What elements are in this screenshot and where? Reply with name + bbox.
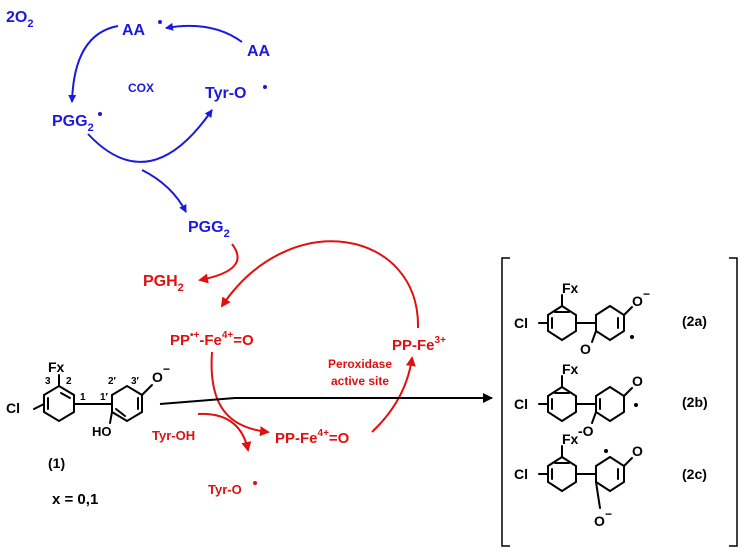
arrow-pgg2-radical-to-pgg2: [141, 169, 187, 213]
product-2b-fx: Fx: [562, 361, 579, 377]
locant-1-prime: 1′: [100, 392, 109, 403]
locant-3: 3: [45, 376, 51, 387]
tyr-o-radical-label: Tyr-O: [205, 85, 246, 102]
product-2a-fx: Fx: [562, 280, 579, 296]
aa-label: AA: [247, 43, 271, 60]
arrow-aa-to-aa-radical: [165, 22, 243, 43]
product-2a-o-minus: −: [643, 287, 650, 301]
product-2c-o-top: O: [632, 443, 643, 459]
pgg2-radical-dot: [98, 112, 102, 116]
substrate-o-minus: O: [152, 369, 163, 385]
product-2b: Fx Cl O -O (2b): [514, 361, 708, 439]
product-2c-radical-dot: [604, 449, 608, 453]
peroxidase-site-line2: active site: [331, 374, 389, 388]
product-bracket: [501, 257, 738, 547]
left-bracket: [501, 257, 510, 547]
main-reaction-arrow: [159, 393, 493, 405]
locant-1: 1: [80, 392, 86, 403]
pp-fe3-label: PP-Fe3+: [392, 335, 446, 354]
compound-1-label: PP•+-Fe4+=O: [170, 330, 254, 349]
product-2b-o-bottom: -O: [578, 423, 594, 439]
product-2a-o-bottom: O: [580, 341, 591, 357]
tyr-o-radical-dot: [263, 85, 267, 89]
arrow-tyroh-to-tyro: [197, 412, 252, 452]
product-2b-cl: Cl: [514, 396, 528, 412]
locant-2: 2: [66, 376, 72, 387]
product-2a-label: (2a): [682, 313, 707, 329]
substrate-cl: Cl: [6, 400, 20, 416]
product-2b-label: (2b): [682, 394, 708, 410]
product-2a-radical-dot: [630, 335, 634, 339]
arrow-fe3-to-compound1: [220, 240, 420, 329]
product-2c-cl: Cl: [514, 466, 528, 482]
tyr-o-label: Tyr-O: [208, 482, 242, 497]
product-2b-o-top: O: [632, 373, 643, 389]
locant-2-prime: 2′: [108, 376, 117, 387]
o2-label: 2O2: [6, 9, 33, 30]
product-2c-o-bottom: O: [594, 513, 605, 529]
x-note: x = 0,1: [52, 491, 98, 508]
product-2c-fx: Fx: [562, 431, 579, 447]
product-2b-radical-dot: [634, 403, 638, 407]
aa-radical-label: AA: [122, 22, 146, 39]
peroxidase-cycle: PGH2 PP•+-Fe4+=O PP-Fe3+ Peroxidase acti…: [143, 240, 446, 497]
tyr-o-radical-dot: [253, 481, 257, 485]
pgg2-label: PGG2: [188, 219, 230, 240]
product-2a: Fx Cl O − O (2a): [514, 280, 707, 357]
peroxidase-site-line1: Peroxidase: [328, 357, 392, 371]
arrow-pgg2-to-pgh2: [198, 243, 239, 284]
substrate-fx: Fx: [48, 359, 65, 375]
arrow-pgg2-radical-to-tyr: [87, 109, 213, 163]
product-2c-label: (2c): [682, 466, 707, 482]
product-2c: Fx Cl O O − (2c): [514, 431, 707, 529]
product-2c-o-minus: −: [605, 507, 612, 521]
arrow-compound1-to-compound2: [210, 351, 270, 437]
pgg2-radical-label: PGG2: [52, 113, 94, 134]
aa-radical-dot: [158, 20, 162, 24]
substrate-o-charge: −: [163, 362, 170, 376]
cox-label: COX: [128, 81, 154, 95]
right-bracket: [729, 257, 738, 547]
substrate-ho: HO: [92, 424, 112, 439]
substrate-label: (1): [48, 455, 65, 471]
cox-cycle: 2O2 AA AA COX Tyr-O PGG2 PGG2: [6, 9, 271, 240]
product-2a-cl: Cl: [514, 315, 528, 331]
product-2a-o-top: O: [632, 293, 643, 309]
arrow-aa-radical-to-pgg2-radical: [68, 25, 119, 103]
compound-2-label: PP-Fe4+=O: [275, 428, 350, 447]
locant-3-prime: 3′: [131, 376, 140, 387]
substrate-structure: Fx Cl HO O − 3 2 1 2′ 1′ 3′ (1) x = 0,1: [6, 359, 170, 508]
pgh2-label: PGH2: [143, 273, 184, 294]
tyr-oh-label: Tyr-OH: [152, 428, 195, 443]
